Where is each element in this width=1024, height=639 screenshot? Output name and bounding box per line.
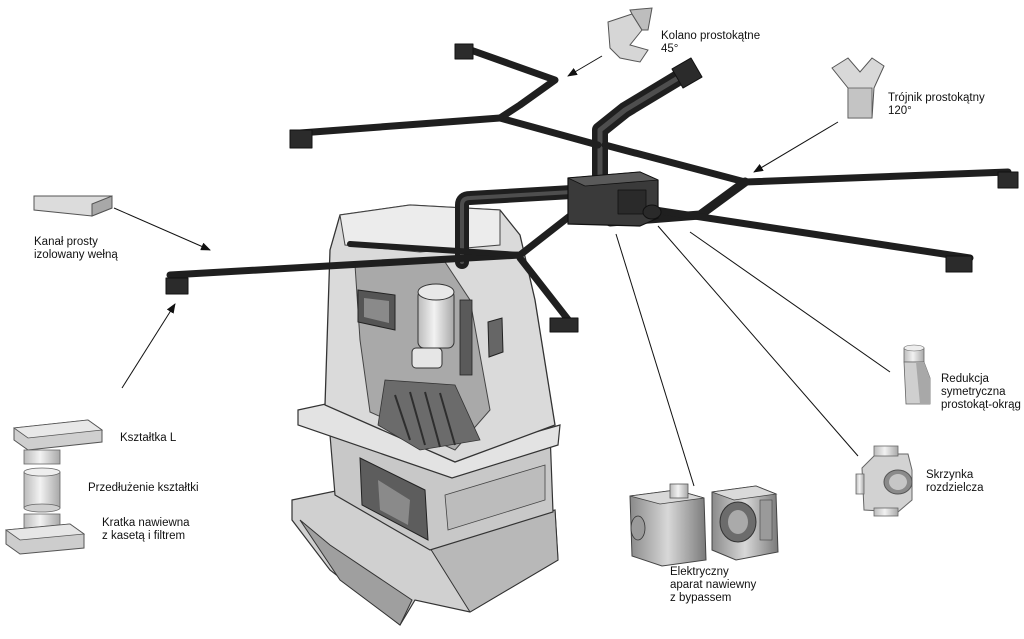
electric-fan-unit-icon [629, 483, 779, 567]
label-fan-unit-line1: Elektryczny [670, 566, 729, 578]
label-elbow-45-line1: Kolano prostokątne [661, 30, 761, 42]
label-l-fitting: Kształtka L [120, 432, 176, 445]
fitting-extension-icon [23, 467, 61, 513]
label-elbow-45: Kolano prostokątne 45° [661, 30, 760, 56]
l-fitting-icon [12, 419, 104, 465]
distribution-box-icon [855, 445, 913, 517]
label-tee-120-line2: 120° [888, 105, 912, 117]
label-fan-unit: Elektryczny aparat nawiewny z bypassem [670, 566, 756, 605]
label-supply-grille-line1: Kratka nawiewna [102, 517, 190, 529]
label-reducer-line3: prostokąt-okrąg [941, 399, 1021, 411]
label-supply-grille-line2: z kasetą i filtrem [102, 530, 186, 542]
straight-duct-icon [33, 195, 113, 217]
label-elbow-45-line2: 45° [661, 43, 679, 55]
label-reducer-line1: Redukcja [941, 373, 989, 385]
tee-120-icon [831, 57, 885, 119]
label-distribution-box: Skrzynka rozdzielcza [926, 469, 984, 495]
label-distribution-box-line2: rozdzielcza [926, 482, 984, 494]
label-straight-duct-line1: Kanał prosty [34, 236, 98, 248]
label-distribution-box-line1: Skrzynka [926, 469, 974, 481]
label-tee-120-line1: Trójnik prostokątny [888, 92, 985, 104]
label-tee-120: Trójnik prostokątny 120° [888, 92, 985, 118]
supply-grille-icon [4, 513, 86, 555]
duct-network [165, 43, 1019, 333]
label-fan-unit-line3: z bypassem [670, 592, 732, 604]
label-fan-unit-line2: aparat nawiewny [670, 579, 757, 591]
label-reducer-line2: symetryczna [941, 386, 1006, 398]
reducer-icon [903, 344, 931, 405]
label-straight-duct-line2: izolowany wełną [34, 249, 118, 261]
label-straight-duct: Kanał prosty izolowany wełną [34, 236, 118, 262]
label-fitting-extension: Przedłużenie kształtki [88, 482, 199, 495]
fireplace-stove [291, 204, 561, 626]
label-reducer: Redukcja symetryczna prostokąt-okrąg [941, 373, 1021, 412]
label-supply-grille: Kratka nawiewna z kasetą i filtrem [102, 517, 190, 543]
label-l-fitting-text: Kształtka L [120, 432, 177, 444]
elbow-45-icon [607, 7, 653, 63]
leader-lines [113, 55, 891, 487]
label-fitting-extension-text: Przedłużenie kształtki [88, 482, 199, 494]
